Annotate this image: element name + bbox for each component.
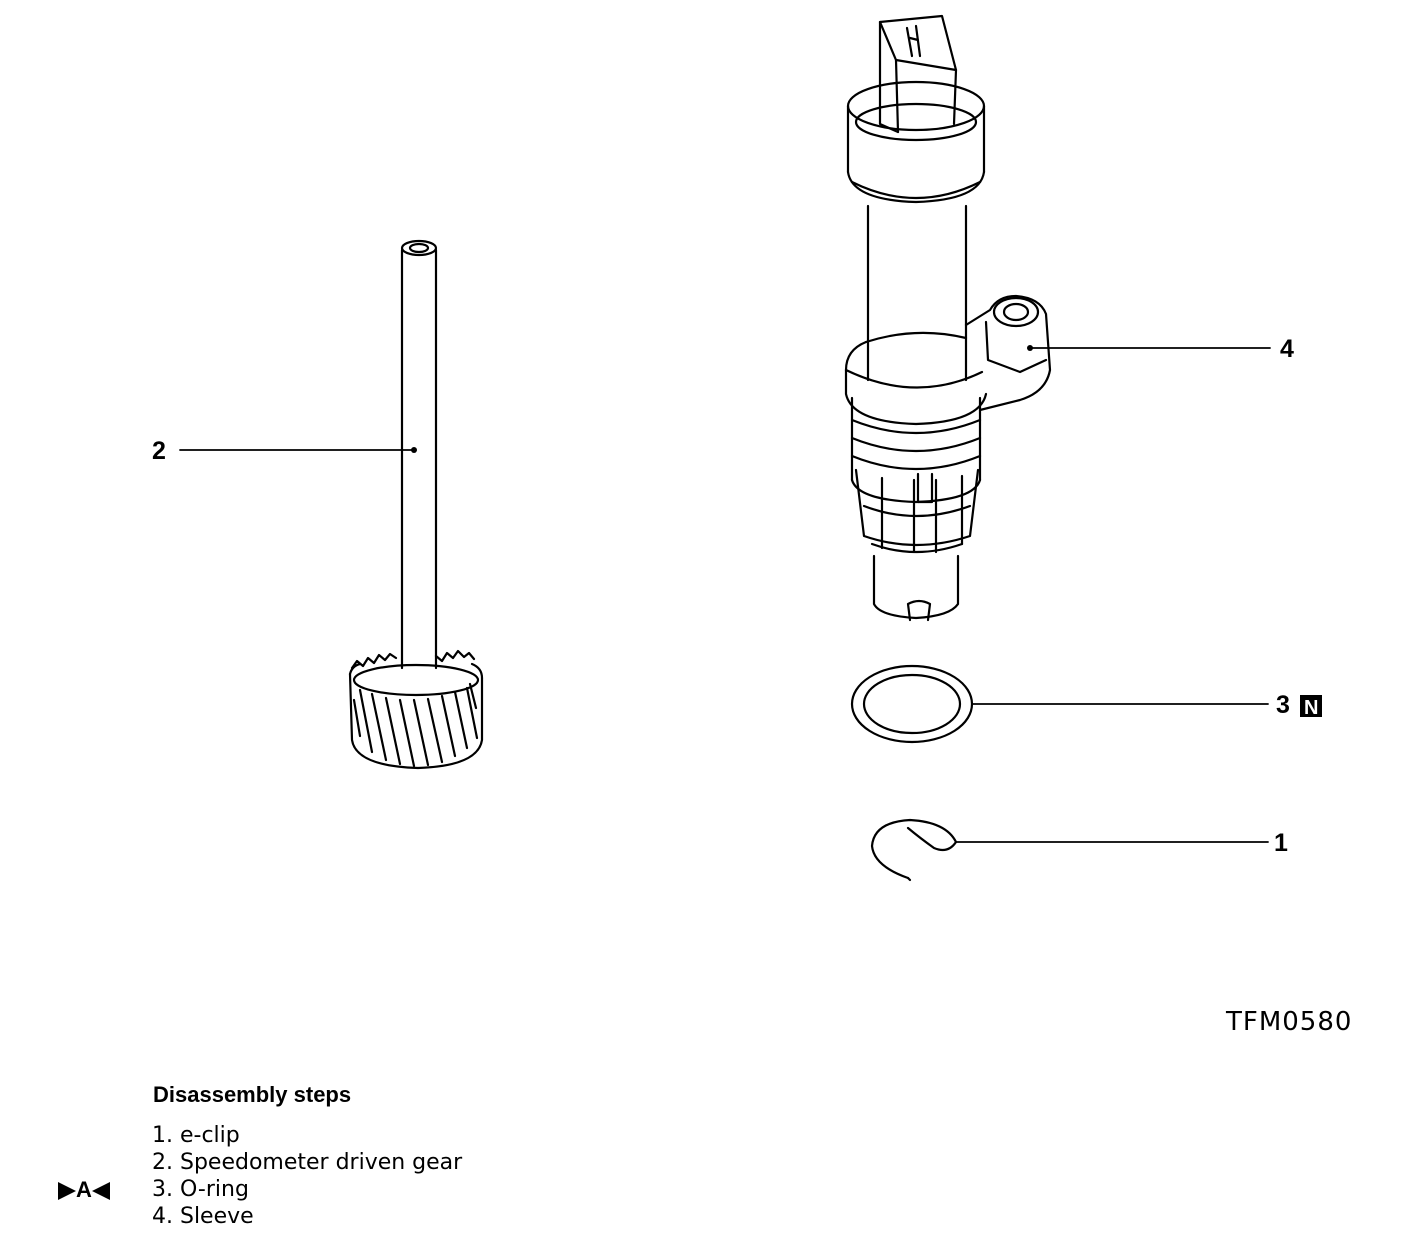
service-point-letter: A: [76, 1177, 92, 1202]
sleeve: [844, 14, 1052, 622]
callout-3: 3: [1276, 691, 1290, 719]
disassembly-steps: Disassembly steps 1. e-clip 2. Speedomet…: [152, 1082, 462, 1230]
callout-2: 2: [152, 437, 166, 465]
figure-code: TFM0580: [1225, 1007, 1352, 1037]
leader-lines: [179, 347, 1271, 843]
step-item: 1. e-clip: [152, 1123, 240, 1148]
steps-list: 1. e-clip 2. Speedometer driven gear 3. …: [152, 1122, 462, 1230]
leader-dots: [411, 345, 1033, 453]
e-clip: [870, 818, 958, 882]
callout-4: 4: [1280, 335, 1294, 363]
speedometer-driven-gear: [348, 239, 484, 770]
step-item: 3. O-ring: [152, 1177, 249, 1202]
arrow-left-icon: [91, 1182, 110, 1201]
steps-title: Disassembly steps: [153, 1082, 352, 1107]
step-item: 4. Sleeve: [152, 1204, 254, 1229]
non-reusable-symbol-letter: N: [1304, 697, 1318, 719]
callout-1: 1: [1274, 829, 1288, 857]
step-item: 2. Speedometer driven gear: [152, 1150, 463, 1175]
arrow-right-icon: [58, 1182, 76, 1201]
o-ring: [850, 664, 974, 744]
non-reusable-part-symbol: N: [1300, 695, 1322, 719]
service-point-marker: A: [58, 1177, 110, 1203]
